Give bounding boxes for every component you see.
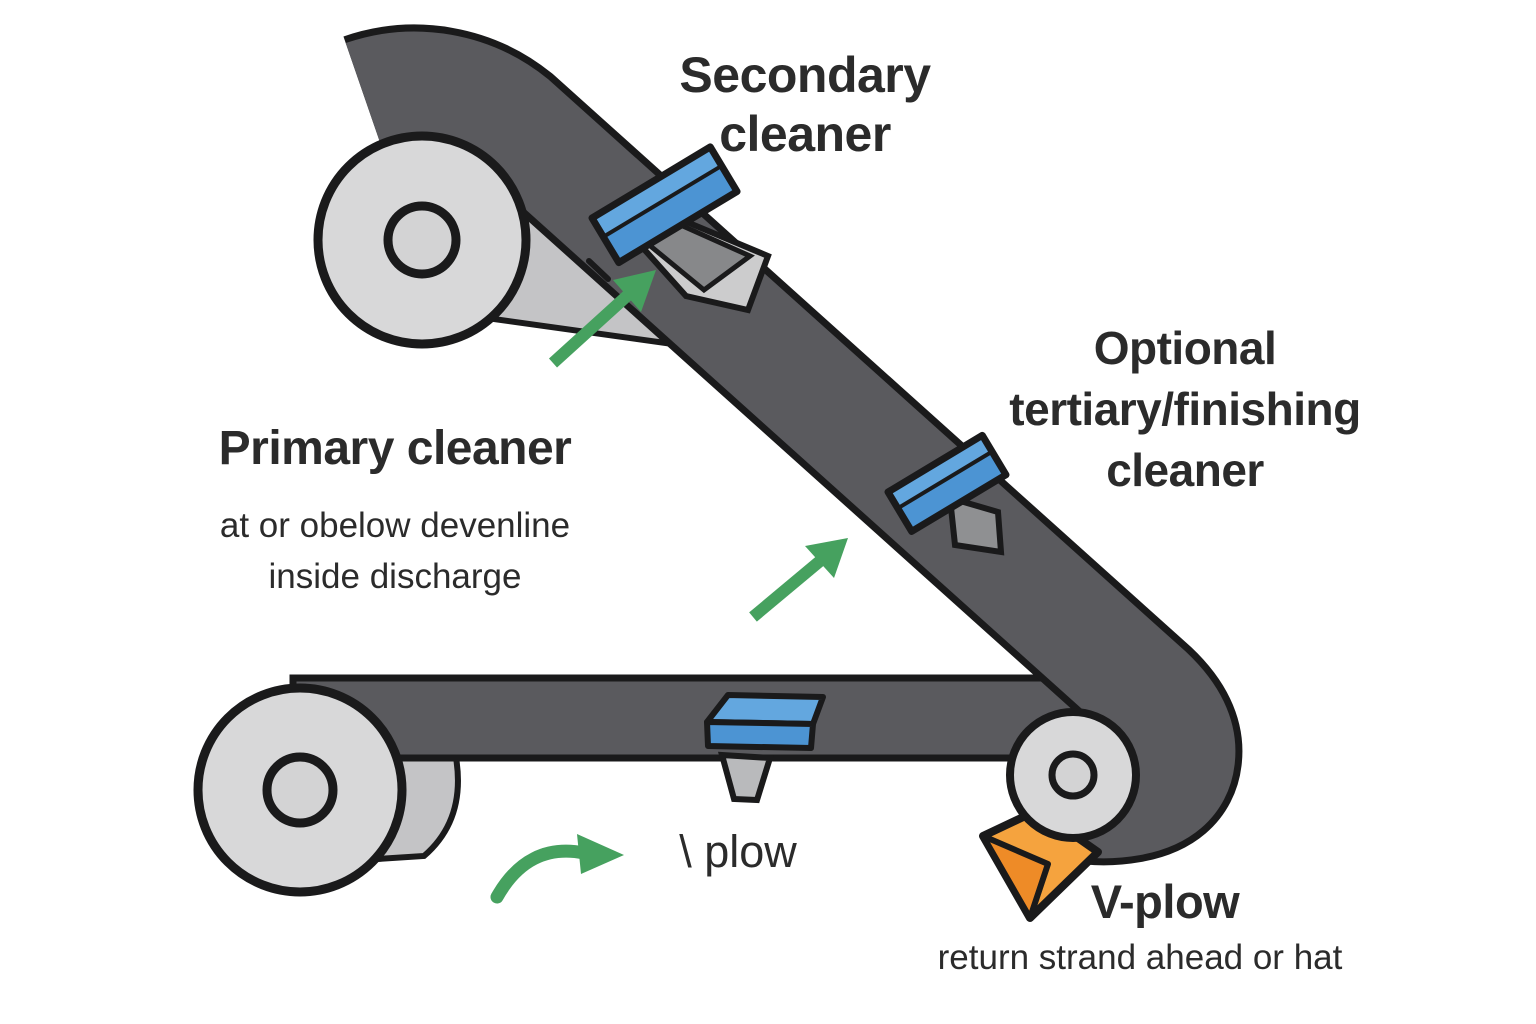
secondary-cleaner-outline xyxy=(588,143,741,267)
flow-arrow-upper-shaft xyxy=(548,290,633,368)
tertiary-cleaner-edge xyxy=(896,449,994,511)
head-pulley-axle xyxy=(383,201,461,279)
primary-cleaner-label: Primary cleaner at or obelow devenline i… xyxy=(140,404,650,620)
flow-arrow-upper xyxy=(548,270,656,368)
drive-pulley-axle xyxy=(1048,750,1098,800)
secondary-cleaner-top xyxy=(592,146,722,237)
flow-arrow-middle-head xyxy=(805,538,848,578)
tertiary-cleaner-stem xyxy=(946,493,1005,556)
flow-arrow-middle-shaft xyxy=(749,556,824,622)
flow-arrow-curved-head xyxy=(577,834,624,874)
flow-arrow-curved xyxy=(490,834,624,904)
primary-cleaner-title: Primary cleaner xyxy=(218,422,572,475)
flow-arrow-upper-head xyxy=(613,270,656,312)
tertiary-cleaner-label: Optional tertiary/finishing cleaner xyxy=(1009,322,1361,496)
secondary-cleaner-block xyxy=(588,143,741,267)
tertiary-cleaner-block xyxy=(884,431,1010,535)
v-plow-fold xyxy=(980,833,1051,921)
secondary-cleaner-label: Secondary cleaner xyxy=(679,47,931,162)
primary-cleaner-subtitle: at or obelow devenline inside discharge xyxy=(219,506,571,596)
tertiary-cleaner-outline xyxy=(884,431,1010,535)
v-plow-label: V-plow xyxy=(1090,875,1240,928)
v-plow-subtitle-label: return strand ahead or hat xyxy=(937,938,1343,977)
tertiary-cleaner-top xyxy=(888,435,993,509)
secondary-cleaner-edge xyxy=(602,164,723,239)
tail-pulley-axle xyxy=(262,752,338,828)
tick-mark xyxy=(586,258,611,282)
flow-arrow-middle xyxy=(749,538,848,622)
plow-label: \ plow xyxy=(679,826,797,877)
plow-stem xyxy=(718,751,774,804)
flow-arrow-curved-shaft xyxy=(490,844,591,904)
plow-block-front xyxy=(704,719,816,751)
horizontal-belt xyxy=(289,674,1096,762)
